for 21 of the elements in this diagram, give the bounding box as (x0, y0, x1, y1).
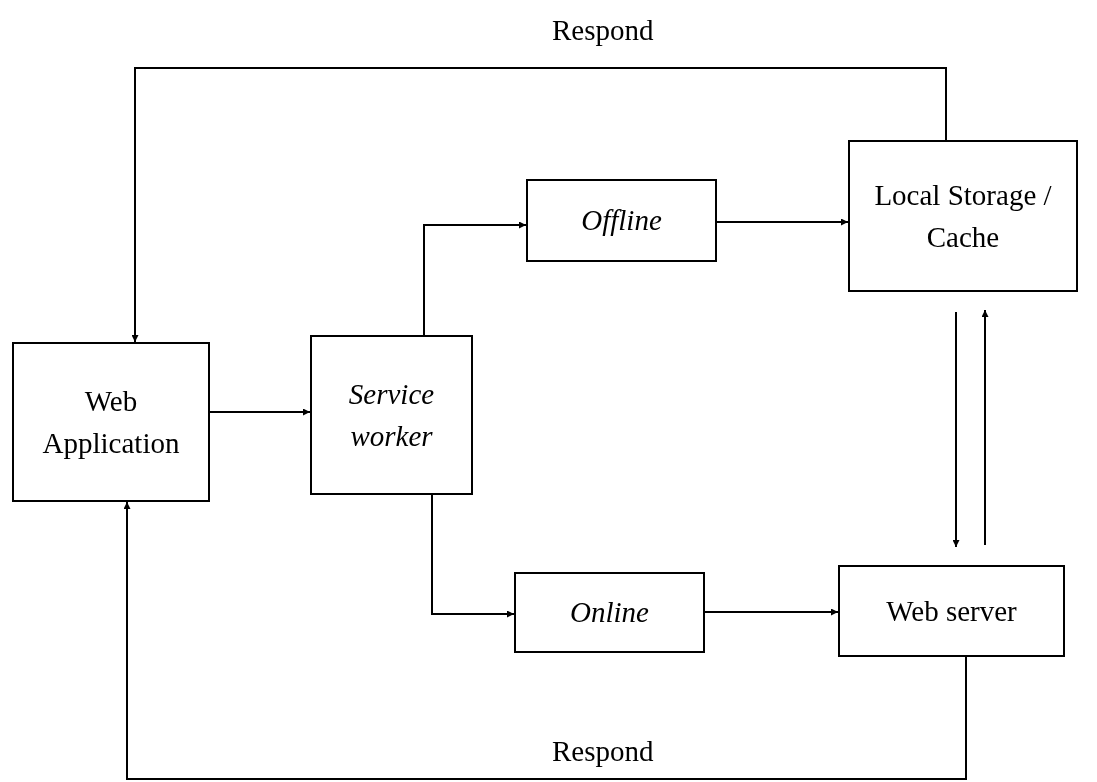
node-label: Offline (581, 203, 662, 239)
process-box (310, 335, 473, 495)
process-box (514, 572, 705, 653)
node-label: Online (570, 595, 649, 631)
node-label: Web server (886, 593, 1017, 629)
arrow (704, 608, 839, 616)
node-label: Web Application (41, 383, 181, 461)
process-box (12, 342, 210, 502)
arrow (131, 67, 947, 343)
arrow (952, 311, 960, 548)
node-label: Local Storage / Cache (873, 177, 1053, 255)
arrow (209, 408, 311, 416)
arrow (981, 309, 989, 546)
arrow (716, 218, 849, 226)
arrow (423, 221, 527, 336)
process-box (848, 140, 1078, 292)
arrow (123, 501, 967, 780)
node-label: Service worker (347, 376, 436, 454)
process-box (838, 565, 1065, 657)
process-box (526, 179, 717, 262)
arrow (431, 494, 515, 618)
